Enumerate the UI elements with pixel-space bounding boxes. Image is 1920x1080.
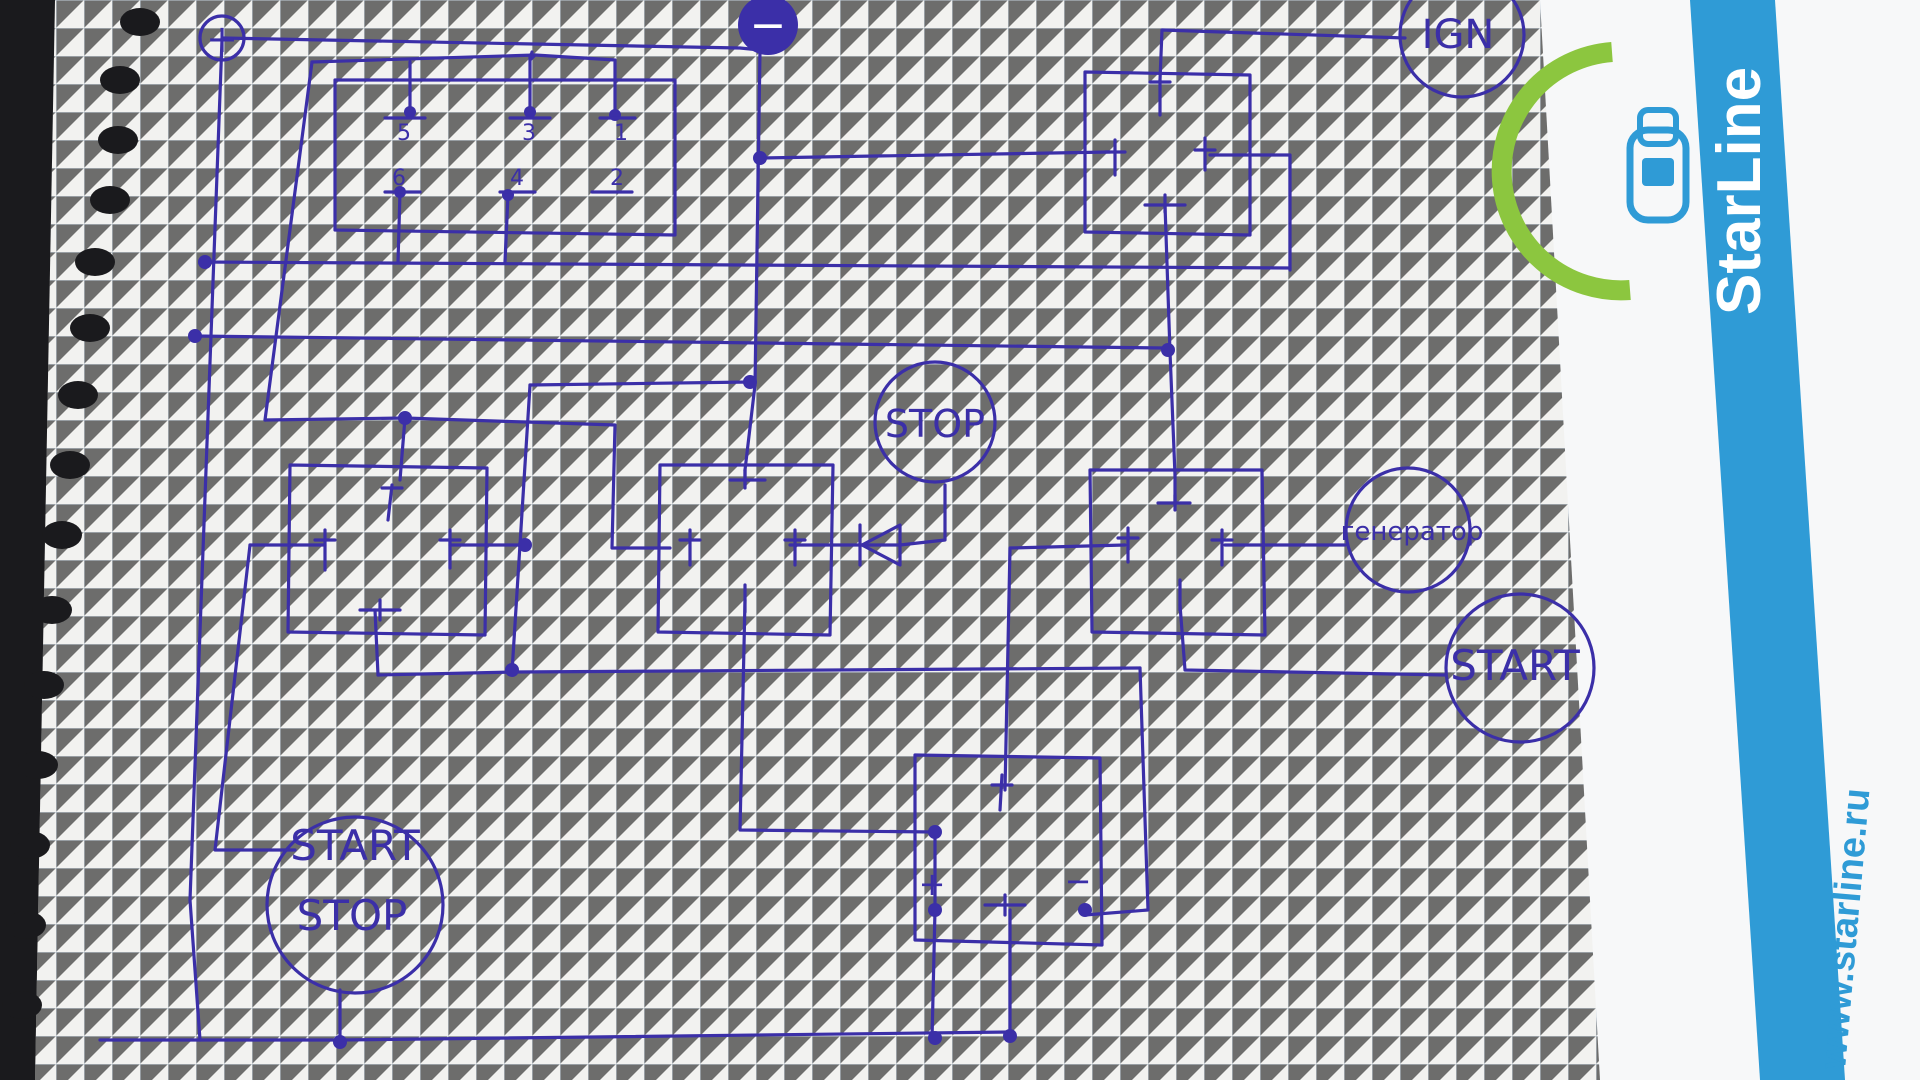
plus-label: + <box>206 17 238 61</box>
pin-5-label: 5 <box>397 121 411 146</box>
car-icon <box>1626 107 1690 224</box>
brand-name: StarLine <box>1705 67 1774 315</box>
stop-label: STOP <box>885 402 985 446</box>
brand-arc <box>1491 42 1631 301</box>
pin-6-label: 6 <box>392 166 406 191</box>
control-module-box <box>333 78 677 237</box>
relay-contacts <box>313 78 1234 917</box>
diode-symbol <box>858 483 947 567</box>
pin-4-label: 4 <box>510 166 524 191</box>
generator-label: генератор <box>1341 517 1484 547</box>
terminal-generator: генератор <box>1341 466 1484 594</box>
brand-stripe <box>1690 0 1845 1080</box>
terminal-minus: − <box>738 0 798 55</box>
pin-2-label: 2 <box>610 166 624 191</box>
bottom-block <box>913 753 1104 947</box>
notebook-sheet <box>2 0 1790 1080</box>
bottom-plus-label: + <box>919 865 946 903</box>
terminal-start-stop-button: START STOP <box>265 815 445 995</box>
relay-left <box>286 463 489 637</box>
spiral-holes <box>2 8 160 1019</box>
junction-dots <box>188 106 1175 1049</box>
module-pin-labels: 5 3 1 6 4 2 <box>383 116 637 194</box>
bottom-minus-label: − <box>1065 862 1092 900</box>
pin-1-label: 1 <box>614 121 628 146</box>
ign-label: IGN <box>1422 12 1495 58</box>
starline-card: StarLine www.starline.ru <box>1491 0 1920 1080</box>
wires <box>98 28 1447 1042</box>
minus-label: − <box>750 0 787 51</box>
relay-middle <box>656 463 835 637</box>
relay-top-right <box>1083 70 1252 237</box>
start-label: START <box>1450 641 1580 690</box>
terminal-plus: + <box>198 14 246 62</box>
relay-right <box>1088 468 1267 637</box>
pin-3-label: 3 <box>522 121 536 146</box>
terminal-ign: IGN <box>1398 0 1526 99</box>
terminal-start: START <box>1444 592 1596 744</box>
terminal-stop: STOP <box>873 360 997 484</box>
start-stop-line1: START <box>290 821 420 870</box>
bottom-block-polarity: + − <box>919 862 1092 903</box>
start-stop-line2: STOP <box>297 891 408 940</box>
